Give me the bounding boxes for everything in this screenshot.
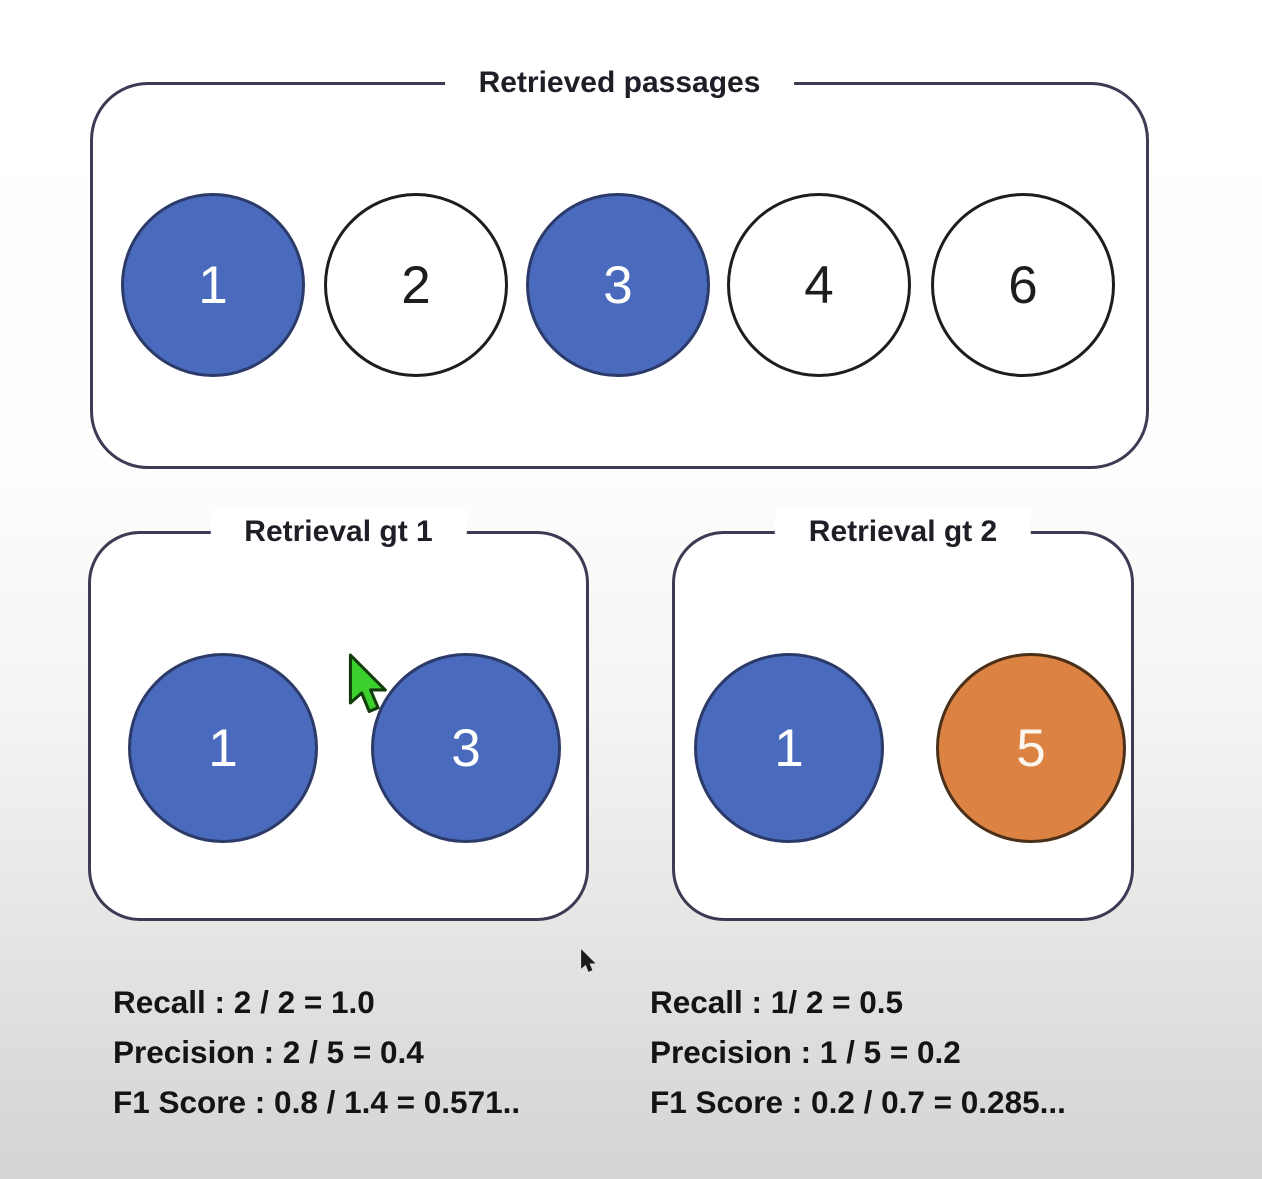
gt1-precision-line: Precision : 2 / 5 = 0.4	[113, 1034, 424, 1070]
retrieved-passages-box: Retrieved passages 1 2 3 4 6	[90, 60, 1149, 469]
gt1-passage-1: 1	[128, 653, 318, 843]
passage-number: 1	[774, 718, 804, 778]
retrieval-gt2-title: Retrieval gt 2	[774, 509, 1032, 555]
gt2-passage-5: 5	[936, 653, 1126, 843]
retrieval-gt1-title: Retrieval gt 1	[210, 509, 467, 555]
passage-number: 5	[1016, 718, 1046, 778]
retrieved-passage-3: 3	[526, 193, 710, 377]
gt1-recall-line: Recall : 2 / 2 = 1.0	[113, 984, 375, 1020]
gt1-metrics: Recall : 2 / 2 = 1.0 Precision : 2 / 5 =…	[113, 977, 520, 1127]
gt1-passage-3: 3	[371, 653, 561, 843]
retrieved-passage-6: 6	[931, 193, 1115, 377]
retrieved-passage-4: 4	[727, 193, 911, 377]
gt2-f1-line: F1 Score : 0.2 / 0.7 = 0.285...	[650, 1084, 1066, 1120]
gt2-metrics: Recall : 1/ 2 = 0.5 Precision : 1 / 5 = …	[650, 977, 1066, 1127]
gt2-recall-line: Recall : 1/ 2 = 0.5	[650, 984, 904, 1020]
passage-number: 1	[198, 255, 228, 315]
retrieved-passage-1: 1	[121, 193, 305, 377]
gt1-f1-line: F1 Score : 0.8 / 1.4 = 0.571..	[113, 1084, 521, 1120]
gt2-precision-line: Precision : 1 / 5 = 0.2	[650, 1034, 961, 1070]
passage-number: 3	[451, 718, 481, 778]
retrieved-passage-2: 2	[324, 193, 508, 377]
passage-number: 3	[603, 255, 633, 315]
gt2-passage-1: 1	[694, 653, 884, 843]
retrieval-gt1-box: Retrieval gt 1 1 3	[88, 509, 589, 921]
passage-number: 4	[804, 255, 834, 315]
passage-number: 1	[208, 718, 238, 778]
passage-number: 2	[401, 255, 431, 315]
black-arrow-cursor-icon	[581, 949, 596, 972]
retrieved-passages-title: Retrieved passages	[444, 60, 795, 106]
retrieval-gt2-box: Retrieval gt 2 1 5	[672, 509, 1134, 921]
passage-number: 6	[1008, 255, 1038, 315]
green-arrow-cursor-icon	[348, 653, 387, 714]
